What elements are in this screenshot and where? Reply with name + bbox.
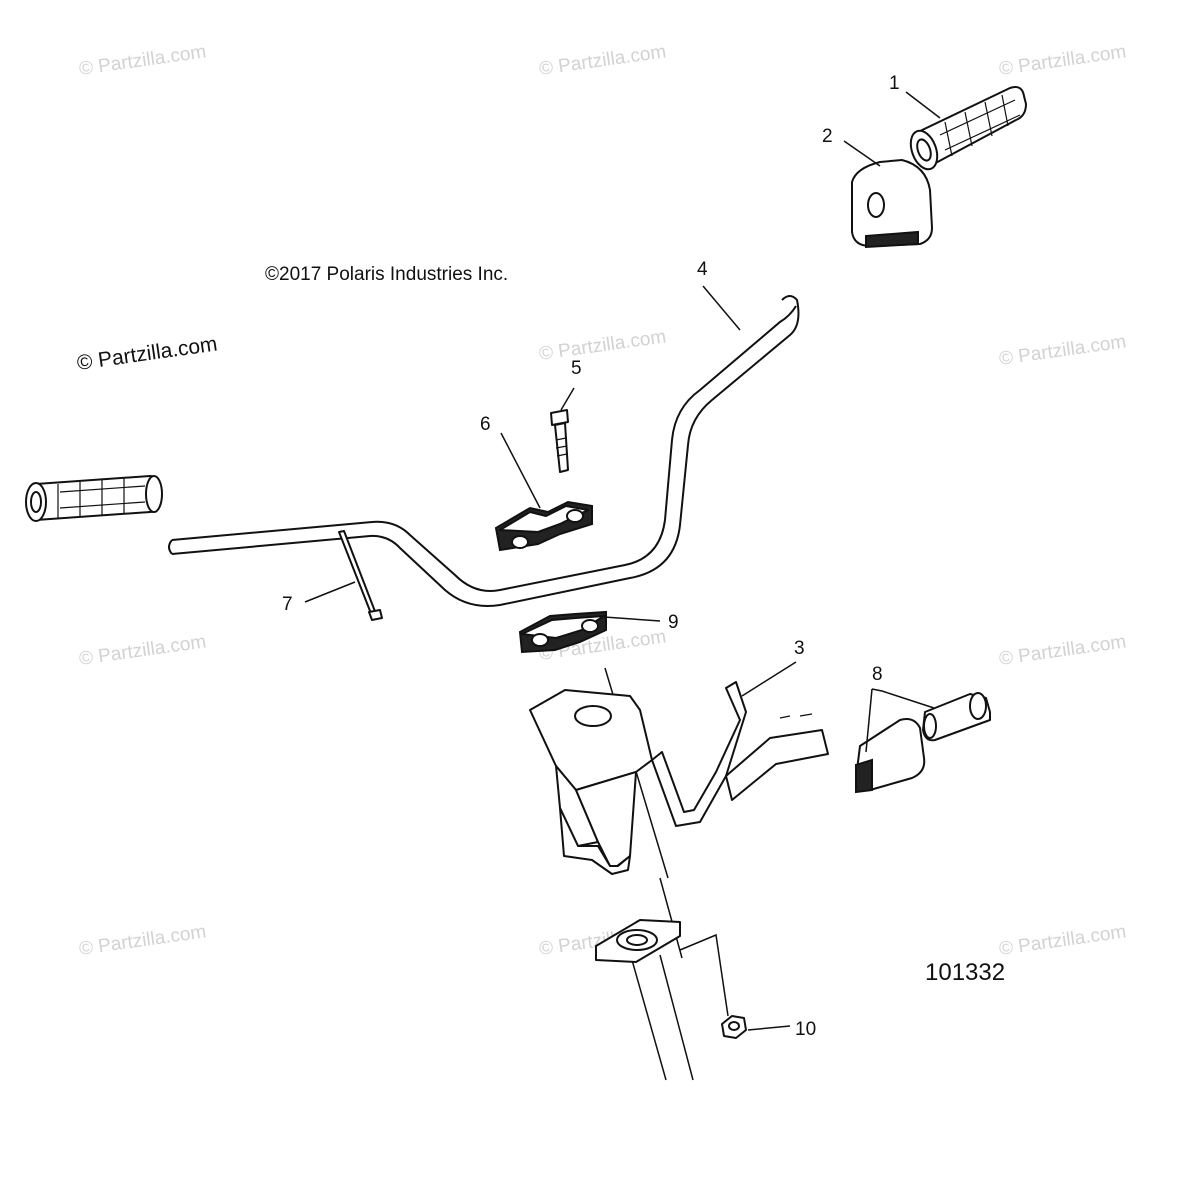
watermark: © Partzilla.com: [75, 332, 218, 374]
diagram-number: 101332: [925, 959, 1005, 986]
callout-5: 5: [571, 358, 582, 379]
handlebar: [168, 295, 800, 607]
watermark: © Partzilla.com: [78, 921, 208, 960]
callout-6: 6: [480, 414, 491, 435]
callout-4: 4: [697, 259, 708, 280]
watermark: © Partzilla.com: [998, 41, 1128, 80]
callout-2: 2: [822, 126, 833, 147]
lower-handlebar-clamp: [518, 610, 607, 654]
leader-lines: [304, 91, 941, 1031]
callout-3: 3: [794, 638, 805, 659]
upper-handlebar-clamp: [494, 500, 593, 552]
copyright-text: ©2017 Polaris Industries Inc.: [265, 264, 508, 285]
nut: [721, 1015, 747, 1039]
watermark: © Partzilla.com: [538, 326, 668, 365]
throttle-housing: [851, 159, 933, 249]
flange-plate: [595, 919, 681, 963]
switch-housing: [855, 692, 991, 794]
watermark: © Partzilla.com: [998, 921, 1128, 960]
callout-8: 8: [872, 664, 883, 685]
watermark: © Partzilla.com: [78, 631, 208, 670]
cable-tie: [338, 530, 383, 621]
watermark: © Partzilla.com: [998, 331, 1128, 370]
watermark: © Partzilla.com: [998, 631, 1128, 670]
right-grip: [909, 86, 1027, 171]
watermark: © Partzilla.com: [538, 41, 668, 80]
callout-7: 7: [282, 594, 293, 615]
callout-1: 1: [889, 73, 900, 94]
callout-10: 10: [795, 1019, 816, 1040]
watermark: © Partzilla.com: [78, 41, 208, 80]
callouts: 1 2 4 5 6 7 9 3 8 10: [282, 73, 900, 1040]
left-grip: [25, 475, 163, 522]
bolt: [550, 409, 569, 473]
mounting-bracket: [529, 681, 829, 875]
callout-9: 9: [668, 612, 679, 633]
